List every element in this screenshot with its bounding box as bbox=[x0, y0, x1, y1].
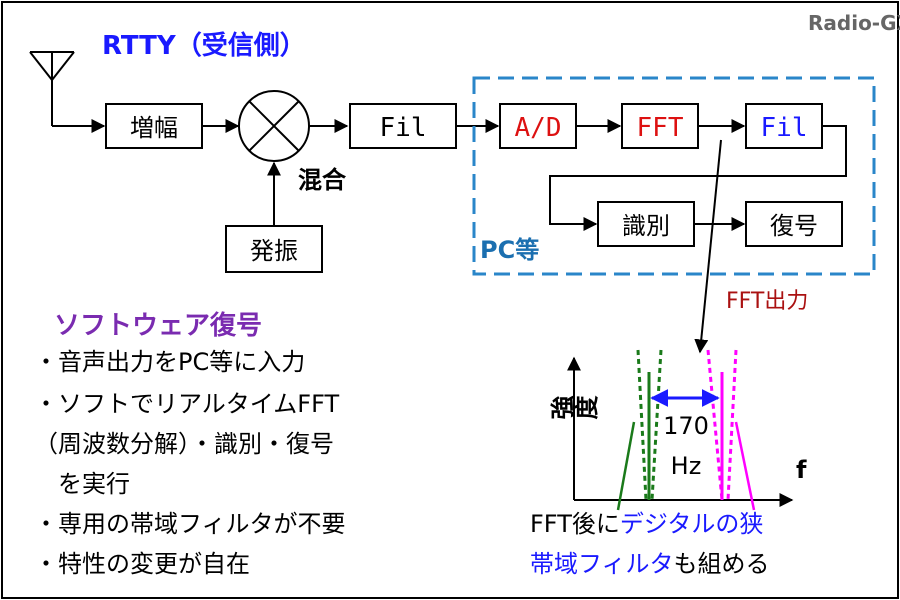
filter1-label: Fil bbox=[380, 113, 427, 143]
caption-line-2-suffix: も組める bbox=[674, 550, 770, 578]
software-heading: ソフトウェア復号 bbox=[54, 310, 262, 341]
spectrum-ylabel: 強度 bbox=[550, 396, 599, 424]
caption-line-1-highlight: デジタルの狭 bbox=[620, 510, 764, 538]
software-line-6: ・特性の変更が自在 bbox=[34, 550, 250, 578]
space-filter-wide bbox=[734, 421, 756, 511]
fft-label: FFT bbox=[637, 113, 684, 143]
pc-label: PC等 bbox=[480, 236, 539, 264]
fft-output-arrow bbox=[694, 139, 722, 354]
software-line-2: ・ソフトでリアルタイムFFT bbox=[34, 390, 339, 418]
decode-block bbox=[745, 201, 843, 247]
caption-line-2-highlight: 帯域フィルタ bbox=[530, 550, 674, 578]
filter-to-discriminate-arrow bbox=[549, 125, 847, 231]
shift-spacing-value: 170 bbox=[663, 412, 709, 440]
oscillator-label: 発振 bbox=[250, 237, 298, 265]
mark-filter-skirt bbox=[636, 349, 648, 501]
caption-line-2: 帯域フィルタも組める bbox=[530, 550, 770, 578]
shift-spacing-unit: Hz bbox=[671, 452, 702, 480]
fft-block bbox=[621, 103, 699, 149]
software-line-5: ・専用の帯域フィルタが不要 bbox=[34, 510, 346, 538]
spectrum-xlabel: f bbox=[796, 456, 807, 484]
caption-line-1-prefix: FFT後に bbox=[530, 510, 620, 538]
spectrum-plot: 強度 f 170 Hz bbox=[550, 349, 807, 511]
mark-filter-skirt bbox=[650, 349, 663, 501]
adc-label: A/D bbox=[515, 113, 562, 143]
software-line-1: ・音声出力をPC等に入力 bbox=[34, 348, 305, 376]
oscillator-block bbox=[225, 225, 323, 273]
diagram-title: RTTY（受信側） bbox=[102, 30, 306, 61]
filter2-label: Fil bbox=[761, 113, 808, 143]
antenna-icon bbox=[29, 51, 75, 126]
decode-label: 復号 bbox=[770, 212, 818, 240]
space-filter-skirt bbox=[726, 349, 738, 501]
mixer-label: 混合 bbox=[298, 166, 347, 194]
space-filter-skirt bbox=[706, 349, 724, 501]
watermark: Radio-GXK bbox=[808, 11, 900, 35]
amp-block bbox=[105, 103, 203, 149]
software-line-4: を実行 bbox=[34, 470, 130, 498]
mixer-icon bbox=[238, 90, 310, 162]
fft-output-label: FFT出力 bbox=[726, 289, 808, 314]
adc-block bbox=[499, 103, 577, 149]
amp-label: 増幅 bbox=[130, 114, 178, 142]
caption-line-1: FFT後にデジタルの狭 bbox=[530, 510, 763, 538]
pc-boundary bbox=[472, 76, 876, 276]
software-line-3: （周波数分解）・識別・復号 bbox=[34, 430, 334, 458]
discriminate-label: 識別 bbox=[622, 212, 670, 240]
mark-filter-wide bbox=[616, 421, 636, 511]
filter2-block bbox=[745, 103, 823, 149]
